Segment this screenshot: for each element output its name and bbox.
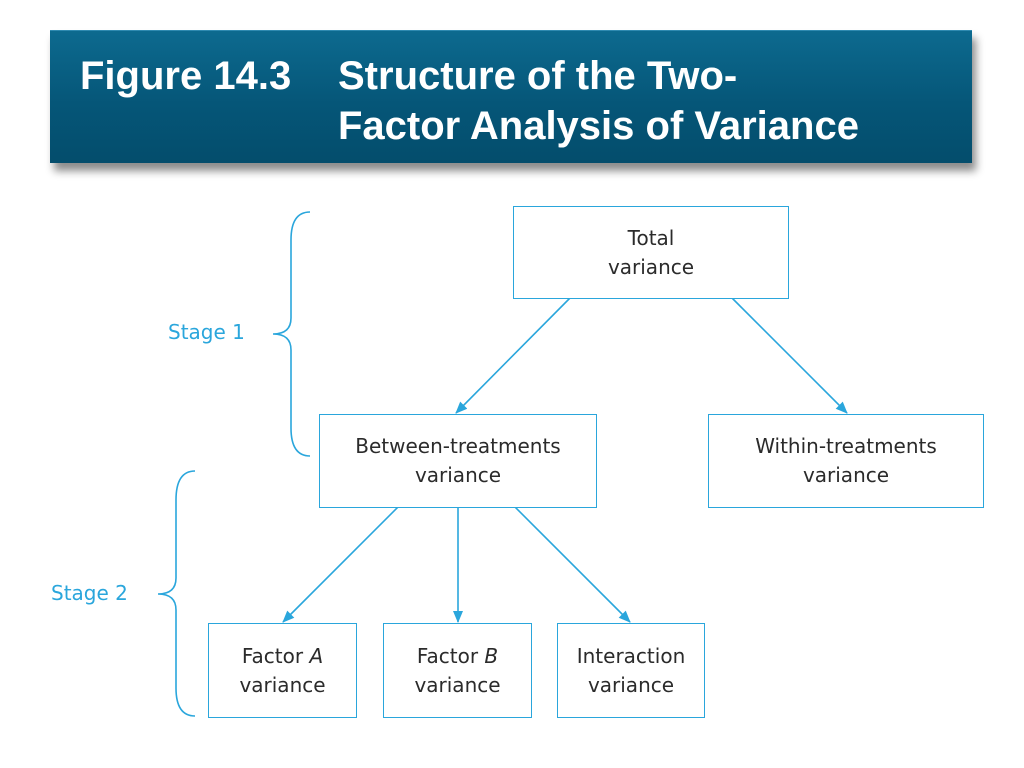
stage-1-label: Stage 1 [168,320,245,344]
between-treatments-line-1: Between-treatments [355,434,561,458]
arrow-total-to-between [455,297,571,414]
total-variance-box: Total variance [513,206,789,299]
stage-1-brace [272,211,311,457]
stage-2-brace [157,470,196,717]
arrow-total-to-within [731,297,848,414]
total-variance-line-2: variance [607,254,695,279]
between-treatments-variance-box: Between-treatments variance [319,414,597,508]
factor-b-prefix: Factor [416,643,479,668]
interaction-variance-box: Interaction variance [557,623,705,718]
between-treatments-line-2: variance [414,463,502,487]
factor-b-line-1: Factor B [417,642,498,671]
stage-2-label: Stage 2 [51,581,128,605]
figure-title-line-1: Structure of the Two- [338,54,738,98]
factor-a-line-2: variance [239,672,326,697]
factor-b-variance-box: Factor B variance [383,623,532,718]
factor-a-letter: A [309,643,324,668]
factor-b-line-2: variance [414,672,501,697]
arrow-between-to-factor-a [282,506,399,623]
within-treatments-line-2: variance [802,463,890,487]
interaction-line-2: variance [587,672,675,697]
factor-a-variance-box: Factor A variance [208,623,357,718]
interaction-line-1: Interaction [576,643,686,668]
factor-a-prefix: Factor [241,643,304,668]
factor-a-line-1: Factor A [242,642,323,671]
total-variance-line-1: Total [627,225,675,250]
title-banner: Figure 14.3 Structure of the Two- Factor… [50,30,972,163]
arrow-between-to-interaction [514,506,631,623]
within-treatments-variance-box: Within-treatments variance [708,414,984,508]
within-treatments-line-1: Within-treatments [755,434,937,458]
figure-title-line-2: Factor Analysis of Variance [338,104,859,148]
figure-label: Figure 14.3 [80,54,292,98]
factor-b-letter: B [484,643,499,668]
